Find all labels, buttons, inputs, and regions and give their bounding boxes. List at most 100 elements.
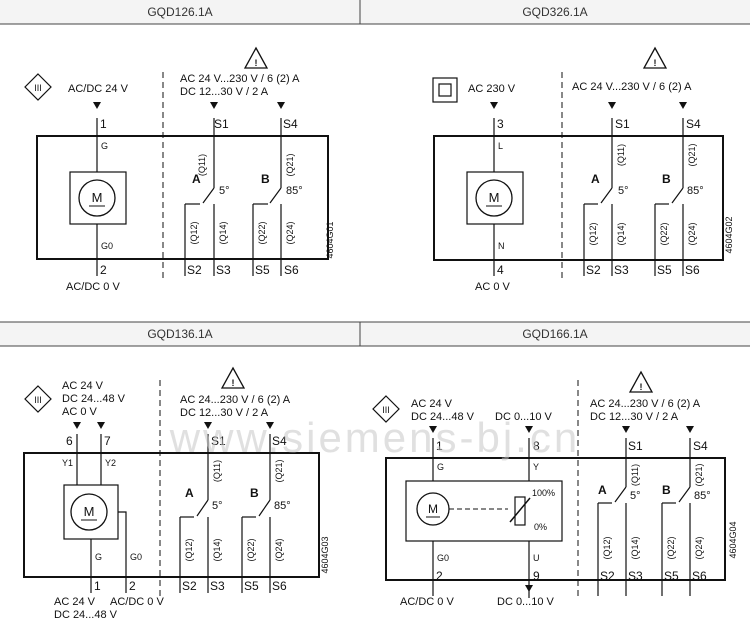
switch-rating: DC 12...30 V / 2 A	[180, 407, 269, 419]
svg-text:III: III	[34, 395, 42, 405]
svg-text:B: B	[261, 172, 270, 186]
svg-text:III: III	[34, 83, 42, 93]
panel-title: GQD126.1A	[147, 5, 212, 19]
terminal-label: S1	[211, 434, 226, 448]
switch-a: A 5° (Q11) (Q12) (Q14)	[583, 118, 629, 276]
svg-text:(Q12): (Q12)	[189, 221, 199, 244]
inner-label: G0	[101, 241, 113, 251]
watermark: www.siemens-bj.cn	[169, 414, 580, 461]
signal-out-label: DC 0...10 V	[497, 596, 555, 608]
arrow-down-icon	[608, 102, 616, 109]
inner-label: Y	[533, 462, 539, 472]
arrow-down-icon	[210, 102, 218, 109]
svg-text:III: III	[382, 405, 390, 415]
inner-label: Y2	[105, 458, 116, 468]
terminal-label: 9	[533, 569, 540, 583]
svg-text:5°: 5°	[212, 500, 223, 512]
terminal-label: S6	[685, 263, 700, 277]
inner-label: G0	[130, 552, 142, 562]
panel-title: GQD166.1A	[522, 327, 587, 341]
arrow-down-icon	[679, 102, 687, 109]
terminal-label: 2	[100, 263, 107, 277]
svg-text:5°: 5°	[219, 185, 230, 197]
svg-text:(Q11): (Q11)	[197, 154, 207, 176]
switch-a: A 5° (Q11) (Q12) (Q14)	[597, 438, 641, 596]
svg-text:5°: 5°	[630, 490, 641, 502]
class-ii-icon	[432, 77, 458, 103]
svg-text:(Q11): (Q11)	[616, 144, 626, 166]
inner-label: G	[95, 552, 102, 562]
svg-text:(Q24): (Q24)	[285, 221, 295, 244]
switch-b: B 85° (Q21) (Q22) (Q24)	[252, 118, 303, 276]
terminal-label: S5	[244, 579, 259, 593]
arrow-down-icon	[525, 585, 533, 592]
svg-text:(Q24): (Q24)	[694, 536, 704, 559]
supply-top-label: AC/DC 24 V	[68, 83, 129, 95]
svg-text:M: M	[92, 190, 103, 205]
supply-top-label: AC 230 V	[468, 83, 516, 95]
switch-rating: AC 24...230 V / 6 (2) A	[590, 398, 701, 410]
drawing-code: 4604G02	[724, 216, 734, 253]
motor-icon: M	[63, 484, 119, 540]
svg-text:M: M	[489, 190, 500, 205]
svg-text:(Q24): (Q24)	[687, 222, 697, 245]
supply-bottom-label: AC/DC 0 V	[110, 596, 164, 608]
inner-label: Y1	[62, 458, 73, 468]
terminal-label: S5	[664, 569, 679, 583]
svg-text:A: A	[185, 486, 194, 500]
svg-text:A: A	[598, 483, 607, 497]
svg-text:(Q21): (Q21)	[274, 459, 284, 482]
panel-title: GQD136.1A	[147, 327, 212, 341]
terminal-label: 7	[104, 434, 111, 448]
svg-text:(Q14): (Q14)	[616, 222, 626, 245]
arrow-down-icon	[686, 426, 694, 433]
arrow-down-icon	[525, 426, 533, 433]
svg-text:5°: 5°	[618, 185, 629, 197]
inner-label: G	[101, 141, 108, 151]
svg-text:B: B	[662, 483, 671, 497]
terminal-label: 4	[497, 263, 504, 277]
terminal-label: S4	[283, 117, 298, 131]
terminal-label: S6	[284, 263, 299, 277]
terminal-label: S2	[586, 263, 601, 277]
drawing-code: 4604G01	[325, 221, 335, 258]
svg-text:(Q11): (Q11)	[630, 464, 640, 486]
terminal-label: S2	[182, 579, 197, 593]
percent-label: 0%	[534, 522, 547, 532]
svg-text:M: M	[84, 504, 95, 519]
arrow-down-icon	[93, 102, 101, 109]
terminal-label: S4	[686, 117, 701, 131]
terminal-label: S3	[216, 263, 231, 277]
warning-icon: !	[628, 370, 654, 393]
terminal-label: S2	[600, 569, 615, 583]
supply-top-label: DC 24...48 V	[62, 393, 126, 405]
terminal-label: 1	[436, 439, 443, 453]
panel-gqd136: III AC 24 V DC 24...48 V AC 0 V ! AC 24.…	[23, 366, 330, 621]
supply-bottom-label: AC 24 V	[54, 596, 96, 608]
svg-text:(Q11): (Q11)	[212, 460, 222, 482]
inner-label: G0	[437, 553, 449, 563]
header-row-top: GQD126.1A GQD326.1A	[0, 0, 750, 25]
motor-icon: M	[69, 171, 127, 225]
svg-text:A: A	[591, 172, 600, 186]
switch-rating: DC 12...30 V / 2 A	[590, 411, 679, 423]
terminal-label: S4	[272, 434, 287, 448]
inner-label: L	[498, 141, 503, 151]
svg-text:!: !	[640, 382, 643, 392]
switch-b: B 85° (Q21) (Q22) (Q24)	[654, 118, 704, 276]
svg-text:(Q12): (Q12)	[184, 538, 194, 561]
drawing-code: 4604G04	[728, 521, 738, 558]
terminal-label: 2	[129, 579, 136, 593]
panel-gqd166: III AC 24 V DC 24...48 V DC 0...10 V ! A…	[372, 370, 738, 608]
drawing-code: 4604G03	[320, 536, 330, 573]
supply-bottom-label: DC 24...48 V	[54, 609, 118, 621]
supply-top-label: AC 0 V	[62, 406, 98, 418]
class-iii-icon: III	[24, 73, 52, 101]
terminal-label: S3	[628, 569, 643, 583]
terminal-label: S6	[692, 569, 707, 583]
svg-text:(Q24): (Q24)	[274, 538, 284, 561]
motor-icon: M	[466, 171, 524, 225]
header-row-bottom: GQD136.1A GQD166.1A	[0, 321, 750, 347]
supply-bottom-label: AC/DC 0 V	[66, 281, 120, 293]
